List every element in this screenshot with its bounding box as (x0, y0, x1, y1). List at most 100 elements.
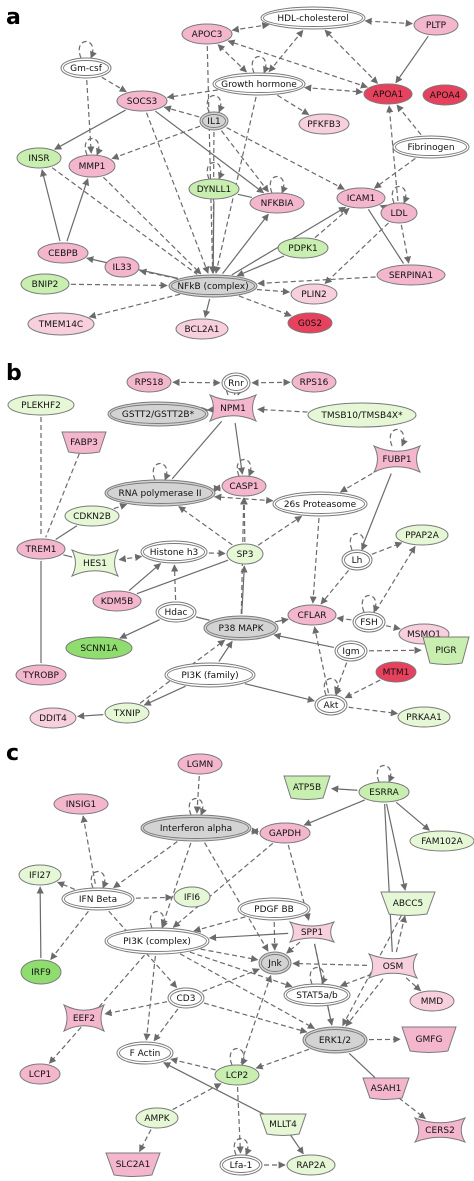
node-il33[interactable]: IL33 (104, 256, 140, 278)
node-slc2a1[interactable]: SLC2A1 (105, 1152, 161, 1177)
node-serpina1[interactable]: SERPINA1 (376, 264, 446, 286)
node-hdl[interactable]: HDL-cholesterol (260, 6, 366, 30)
node-apoa1[interactable]: APOA1 (363, 83, 413, 105)
node-fam102a[interactable]: FAM102A (409, 830, 474, 852)
node-ifna[interactable]: Interferon alpha (140, 814, 252, 842)
node-tmem14c[interactable]: TMEM14C (27, 312, 95, 336)
node-p26[interactable]: 26s Proteasome (272, 491, 368, 517)
node-p38[interactable]: P38 MAPK (203, 615, 279, 641)
node-prkaa1[interactable]: PRKAA1 (397, 706, 451, 728)
node-atp5b[interactable]: ATP5B (283, 775, 331, 800)
node-label: TMEM14C (38, 320, 83, 330)
node-nfkbia[interactable]: NFKBIA (249, 192, 305, 214)
node-dynll1[interactable]: DYNLL1 (188, 178, 240, 200)
node-akt[interactable]: Akt (314, 694, 348, 716)
node-rnap[interactable]: RNA polymerase II (104, 479, 216, 507)
node-cdkn2b[interactable]: CDKN2B (64, 505, 120, 527)
node-insr[interactable]: INSR (16, 147, 62, 169)
node-rnr[interactable]: Rnr (221, 372, 251, 394)
node-apoc3[interactable]: APOC3 (181, 23, 233, 45)
node-bcl2a1[interactable]: BCL2A1 (175, 318, 229, 340)
node-tyrobp[interactable]: TYROBP (15, 664, 67, 686)
edge-GH-APOA1 (304, 84, 364, 96)
node-gmcsf[interactable]: Gm-csf (60, 57, 112, 79)
node-gh[interactable]: Growth hormone (212, 72, 306, 96)
node-factin[interactable]: F Actin (116, 1041, 174, 1065)
node-hdac[interactable]: Hdac (155, 601, 197, 623)
node-fsh[interactable]: FSH (352, 611, 386, 633)
node-scnn1a[interactable]: SCNN1A (65, 636, 133, 660)
node-pltp[interactable]: PLTP (413, 14, 459, 36)
node-cebpb[interactable]: CEBPB (37, 242, 89, 264)
node-eef2[interactable]: EEF2 (62, 1003, 106, 1033)
node-h3[interactable]: Histone h3 (140, 540, 208, 564)
node-cers2[interactable]: CERS2 (413, 1116, 467, 1144)
node-bnip2[interactable]: BNIP2 (20, 273, 70, 295)
node-spp1[interactable]: SPP1 (288, 921, 336, 943)
node-lcp2[interactable]: LCP2 (214, 1064, 260, 1086)
node-trem1[interactable]: TREM1 (16, 538, 66, 560)
node-gstt2[interactable]: GSTT2/GSTT2B* (107, 401, 209, 427)
node-mtm1[interactable]: MTM1 (375, 661, 417, 683)
node-ldl[interactable]: LDL (380, 202, 418, 224)
node-ifi27[interactable]: IFI27 (18, 864, 62, 886)
edge-OSM-ABCC5 (395, 915, 407, 953)
node-cflar[interactable]: CFLAR (287, 604, 337, 626)
node-ddit4[interactable]: DDIT4 (29, 707, 77, 729)
node-pigr[interactable]: PIGR (422, 636, 470, 665)
node-tmsb[interactable]: TMSB10/TMSB4X* (307, 402, 417, 428)
node-hes1[interactable]: HES1 (70, 548, 120, 578)
node-fubp1[interactable]: FUBP1 (372, 444, 422, 474)
node-lgmn[interactable]: LGMN (177, 753, 223, 775)
node-plin2[interactable]: PLIN2 (290, 283, 338, 305)
node-pdgf[interactable]: PDGF BB (237, 897, 311, 921)
node-asah1[interactable]: ASAH1 (362, 1077, 410, 1100)
node-il1[interactable]: IL1 (199, 111, 229, 131)
node-casp1[interactable]: CASP1 (221, 475, 267, 497)
node-rps16[interactable]: RPS16 (291, 371, 337, 393)
node-lfa1[interactable]: Lfa-1 (219, 1154, 263, 1176)
node-stat5[interactable]: STAT5a/b (283, 983, 351, 1007)
node-osm[interactable]: OSM (367, 952, 419, 980)
node-socs3[interactable]: SOCS3 (116, 90, 168, 112)
node-erk[interactable]: ERK1/2 (302, 1026, 368, 1054)
node-shape (104, 702, 150, 724)
node-npm1[interactable]: NPM1 (208, 393, 258, 423)
node-igm[interactable]: Igm (334, 640, 368, 662)
node-sp3[interactable]: SP3 (226, 543, 264, 565)
node-mmp1[interactable]: MMP1 (68, 154, 116, 178)
node-irf9[interactable]: IRF9 (20, 959, 62, 985)
node-kdm5b[interactable]: KDM5B (92, 590, 142, 612)
node-rps18[interactable]: RPS18 (126, 371, 172, 393)
node-mmd[interactable]: MMD (409, 990, 455, 1012)
node-lcp1[interactable]: LCP1 (19, 1063, 61, 1085)
node-esrra[interactable]: ESRRA (358, 781, 410, 803)
node-plekhf2[interactable]: PLEKHF2 (7, 394, 75, 416)
node-apoa4[interactable]: APOA4 (422, 84, 468, 106)
node-fib[interactable]: Fibrinogen (392, 135, 470, 159)
node-pi3k[interactable]: PI3K (family) (164, 662, 256, 688)
node-lh[interactable]: Lh (341, 549, 373, 571)
node-ifnb[interactable]: IFN Beta (61, 887, 135, 911)
node-gmfg[interactable]: GMFG (401, 1026, 457, 1053)
node-txnip[interactable]: TXNIP (104, 702, 150, 724)
node-nfkb[interactable]: NFkB (complex) (168, 274, 258, 298)
node-pi3kc[interactable]: PI3K (complex) (104, 927, 210, 955)
self-loop-IFNb (90, 871, 109, 889)
node-abcc5[interactable]: ABCC5 (380, 891, 436, 916)
node-jnk[interactable]: Jnk (258, 951, 292, 975)
node-gapdh[interactable]: GAPDH (259, 822, 311, 844)
node-cd3[interactable]: CD3 (167, 987, 205, 1009)
node-ampk[interactable]: AMPK (135, 1107, 179, 1129)
node-mllt4[interactable]: MLLT4 (259, 1113, 307, 1136)
node-g0s2[interactable]: G0S2 (287, 312, 333, 334)
node-rap2a[interactable]: RAP2A (286, 1154, 336, 1176)
node-icam1[interactable]: ICAM1 (336, 187, 386, 209)
node-pfkfb3[interactable]: PFKFB3 (298, 113, 350, 135)
node-pdpk1[interactable]: PDPK1 (277, 237, 329, 259)
node-fabp3[interactable]: FABP3 (61, 431, 107, 454)
node-label: MMD (421, 997, 444, 1007)
node-insig1[interactable]: INSIG1 (53, 793, 109, 815)
node-ppap2a[interactable]: PPAP2A (395, 524, 449, 546)
node-ifi6[interactable]: IFI6 (173, 886, 211, 908)
